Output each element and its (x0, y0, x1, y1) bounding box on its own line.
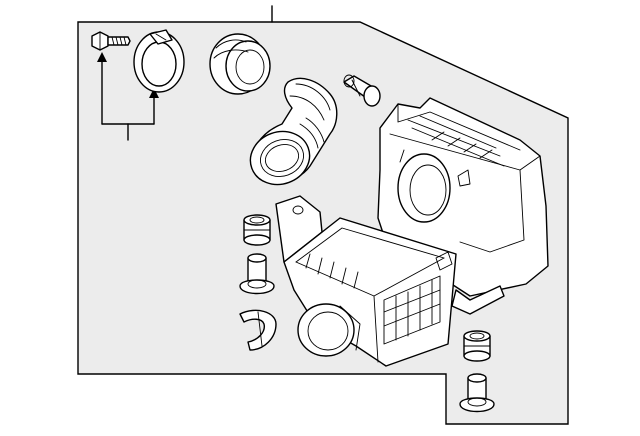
tie-strap (239, 309, 277, 351)
insulator-sleeve (239, 253, 275, 295)
grommet-right (463, 330, 491, 362)
callout-bracket (97, 52, 159, 141)
hose-clamp (133, 29, 185, 93)
air-duct (249, 77, 338, 186)
coupler (209, 33, 271, 95)
hose-fitting (343, 74, 381, 107)
grommet (243, 214, 271, 246)
insulator-sleeve-right (459, 373, 495, 413)
bolt (91, 31, 131, 51)
air-box-housing (275, 195, 505, 367)
